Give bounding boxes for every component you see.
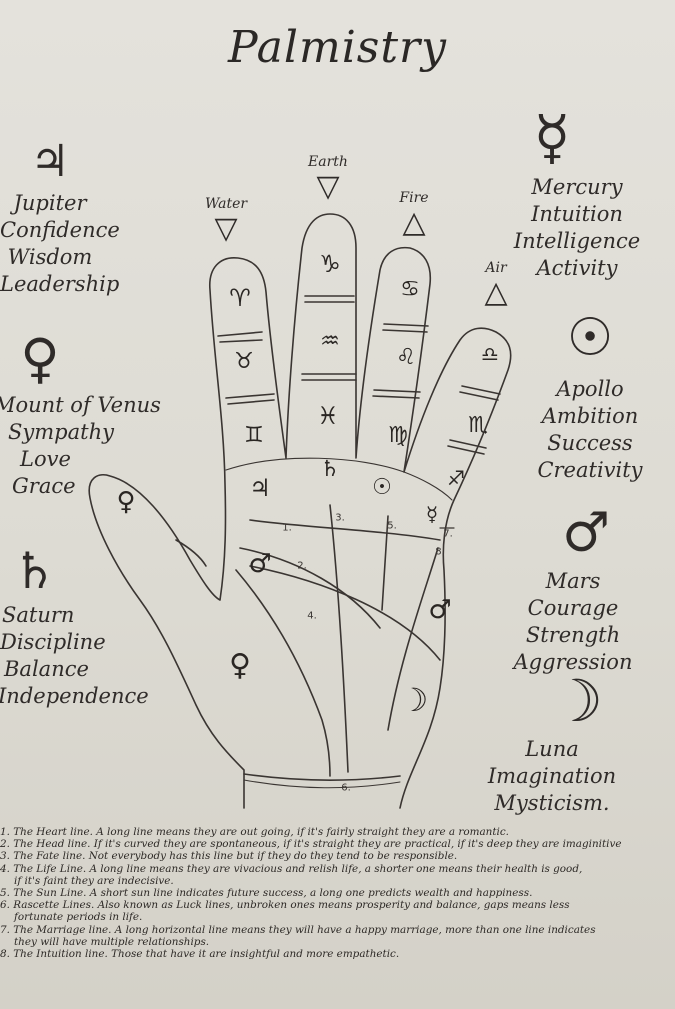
note-life-line: 4. The Life Line. A long line means they… [0, 862, 583, 875]
venus-trait-1: Sympathy [8, 419, 114, 444]
libra-glyph-icon: ♎ [481, 342, 499, 366]
virgo-glyph-icon: ♍ [388, 423, 408, 448]
line-number-3: 3. [335, 512, 345, 524]
earth-triangle-icon: ▽ [316, 169, 340, 204]
saturn-block: ♄ Saturn Discipline Balance Independence [0, 542, 149, 710]
capricorn-glyph-icon: ♑ [319, 250, 341, 278]
moon-symbol-icon: ☽ [551, 667, 603, 735]
mercury-block: ☿ Mercury Intuition Intelligence Activit… [502, 108, 652, 282]
line-number-8: 8. [435, 546, 445, 558]
jupiter-trait-2: Wisdom [7, 244, 93, 269]
saturn-mount-glyph-icon: ♄ [320, 457, 340, 482]
line-number-6: 6. [341, 782, 351, 794]
mars-trait-2: Strength [525, 622, 621, 647]
note-marriage-line-cont: they will have multiple relationships. [14, 935, 210, 948]
fire-triangle-icon: △ [402, 205, 426, 240]
water-triangle-icon: ▽ [214, 211, 238, 246]
luna-block: ☽ Luna Imagination Mysticism. [482, 672, 622, 817]
mars-upper-glyph-icon: ♂ [248, 549, 272, 579]
venus-symbol-icon: ♀ [20, 327, 60, 390]
mars-block: ♂ Mars Courage Strength Aggression [508, 506, 638, 676]
mercury-symbol-icon: ☿ [533, 103, 571, 173]
fire-label: Fire [399, 190, 429, 206]
line-number-2: 2. [297, 560, 307, 572]
fire-element: Fire △ [384, 190, 444, 238]
venus-trait-2: Love [20, 446, 71, 471]
air-label: Air [485, 260, 507, 276]
apollo-trait-3: Creativity [537, 457, 643, 482]
page-title: Palmistry [228, 22, 447, 73]
earth-element: Earth ▽ [298, 154, 358, 202]
line-number-1: 1. [282, 522, 292, 534]
venus-trait-3: Grace [12, 473, 76, 498]
sun-symbol-icon: ☉ [566, 308, 614, 368]
jupiter-mount-glyph-icon: ♃ [249, 474, 271, 502]
note-rascette-lines-cont: fortunate periods in life. [14, 911, 143, 924]
mars-label: Mars [545, 569, 601, 593]
note-intuition-line: 8. The Intuition line. Those that have i… [0, 948, 400, 961]
notes-list: 1. The Heart line. A long line means the… [0, 826, 675, 960]
note-life-line-cont: if it's faint they are indecisive. [14, 874, 174, 887]
jupiter-trait-3: Leadership [0, 271, 120, 296]
luna-label: Luna [525, 737, 579, 761]
water-label: Water [204, 196, 248, 212]
saturn-trait-3: Independence [0, 683, 149, 708]
mars-symbol-icon: ♂ [561, 501, 611, 564]
scorpio-glyph-icon: ♏ [468, 413, 488, 438]
mercury-trait-3: Activity [536, 255, 618, 280]
mars-lower-glyph-icon: ♂ [428, 595, 452, 625]
line-number-4: 4. [307, 610, 317, 622]
saturn-trait-1: Discipline [0, 629, 106, 654]
note-head-line: 2. The Head line. If it's curved they ar… [0, 838, 622, 851]
aries-glyph-icon: ♈ [229, 284, 251, 312]
earth-label: Earth [308, 154, 348, 170]
luna-trait-2: Mysticism. [494, 790, 610, 815]
moon-mount-glyph-icon: ☽ [399, 681, 429, 719]
mercury-mount-glyph-icon: ☿ [425, 502, 439, 526]
water-element: Water ▽ [196, 196, 256, 244]
venus-block: ♀ Mount of Venus Sympathy Love Grace [0, 332, 164, 500]
leo-glyph-icon: ♌ [396, 345, 416, 370]
luna-trait-1: Imagination [487, 763, 617, 788]
mars-trait-3: Aggression [513, 649, 633, 674]
note-rascette-lines: 6. Rascette Lines. Also known as Luck li… [0, 899, 570, 912]
taurus-glyph-icon: ♉ [234, 349, 254, 374]
line-number-7: 7. [443, 528, 453, 540]
cancer-glyph-icon: ♋ [400, 277, 420, 302]
venus-thumb-glyph-icon: ♀ [116, 487, 136, 517]
sun-mount-glyph-icon: ☉ [372, 475, 392, 500]
note-fate-line: 3. The Fate line. Not everybody has this… [0, 850, 458, 863]
venus-label: Mount of Venus [0, 393, 161, 417]
apollo-label: Apollo [556, 377, 624, 401]
saturn-symbol-icon: ♄ [12, 542, 57, 600]
apollo-trait-2: Success [547, 430, 633, 455]
gemini-glyph-icon: ♊ [244, 423, 264, 448]
note-marriage-line: 7. The Marriage line. A long horizontal … [0, 923, 596, 936]
aquarius-glyph-icon: ♒ [320, 329, 340, 354]
jupiter-label: Jupiter [13, 191, 87, 215]
saturn-label: Saturn [2, 603, 75, 627]
air-element: Air △ [466, 260, 526, 308]
venus-mount-glyph-icon: ♀ [229, 648, 251, 683]
saturn-trait-2: Balance [4, 656, 89, 681]
hand-outline [88, 213, 512, 809]
apollo-trait-1: Ambition [541, 403, 639, 428]
mercury-trait-2: Intelligence [513, 228, 641, 253]
mars-trait-1: Courage [527, 595, 619, 620]
line-number-5: 5. [387, 520, 397, 532]
mercury-trait-1: Intuition [531, 201, 623, 226]
jupiter-block: ♃ Jupiter Confidence Wisdom Leadership [0, 136, 120, 298]
sagittarius-glyph-icon: ♐ [447, 466, 465, 490]
jupiter-symbol-icon: ♃ [30, 136, 70, 187]
air-triangle-icon: △ [484, 275, 508, 310]
apollo-block: ☉ Apollo Ambition Success Creativity [530, 312, 650, 484]
pisces-glyph-icon: ♓ [317, 402, 339, 430]
note-heart-line: 1. The Heart line. A long line means the… [0, 826, 509, 838]
jupiter-trait-1: Confidence [0, 217, 120, 242]
note-sun-line: 5. The Sun Line. A short sun line indica… [0, 887, 533, 900]
mercury-label: Mercury [531, 175, 623, 199]
